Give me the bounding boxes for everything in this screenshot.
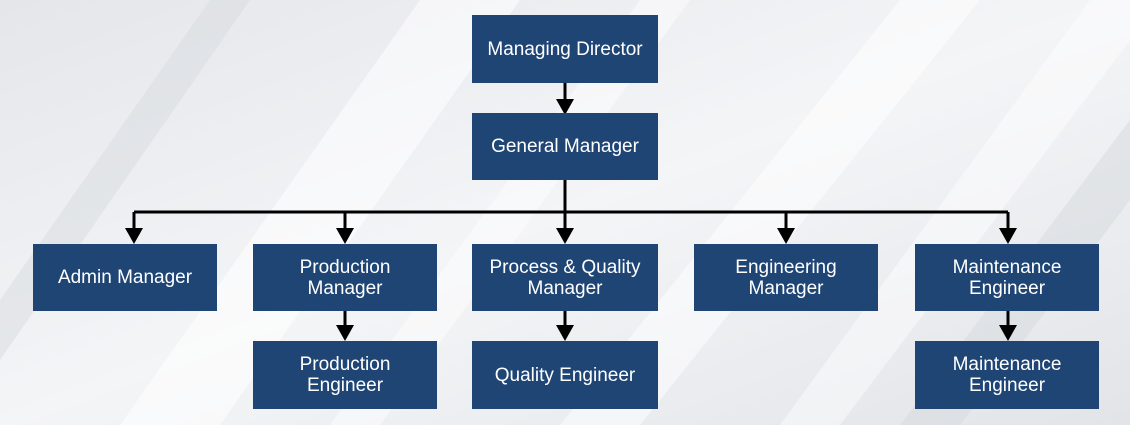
node-label: Quality Engineer <box>494 364 636 386</box>
arrowhead <box>999 325 1017 341</box>
node-label: Maintenance Engineer <box>952 256 1062 299</box>
node-process-quality-manager: Process & Quality Manager <box>472 244 658 311</box>
arrowhead <box>336 325 354 341</box>
arrowheads <box>125 99 1017 341</box>
node-label: Production Engineer <box>299 354 391 396</box>
node-production-engineer: Production Engineer <box>253 341 437 409</box>
arrowhead <box>556 325 574 341</box>
arrowhead <box>125 228 143 244</box>
node-label: Process & Quality Manager <box>489 256 641 299</box>
arrowhead <box>777 228 795 244</box>
node-quality-engineer: Quality Engineer <box>472 341 658 409</box>
node-label: Managing Director <box>487 38 643 60</box>
arrowhead <box>556 99 574 115</box>
node-general-manager: General Manager <box>472 113 658 180</box>
arrowhead <box>556 228 574 244</box>
node-label: Maintenance Engineer <box>952 354 1062 396</box>
node-maintenance-engineer-sub: Maintenance Engineer <box>915 341 1099 409</box>
arrowhead <box>336 228 354 244</box>
node-managing-director: Managing Director <box>472 15 658 83</box>
node-production-manager: Production Manager <box>253 244 437 311</box>
node-engineering-manager: Engineering Manager <box>694 244 878 311</box>
node-label: Engineering Manager <box>735 256 837 299</box>
node-admin-manager: Admin Manager <box>33 244 217 311</box>
node-maintenance-engineer: Maintenance Engineer <box>915 244 1099 311</box>
node-label: Admin Manager <box>57 267 193 288</box>
arrowhead <box>999 228 1017 244</box>
node-label: General Manager <box>491 136 639 157</box>
node-label: Production Manager <box>299 256 391 299</box>
